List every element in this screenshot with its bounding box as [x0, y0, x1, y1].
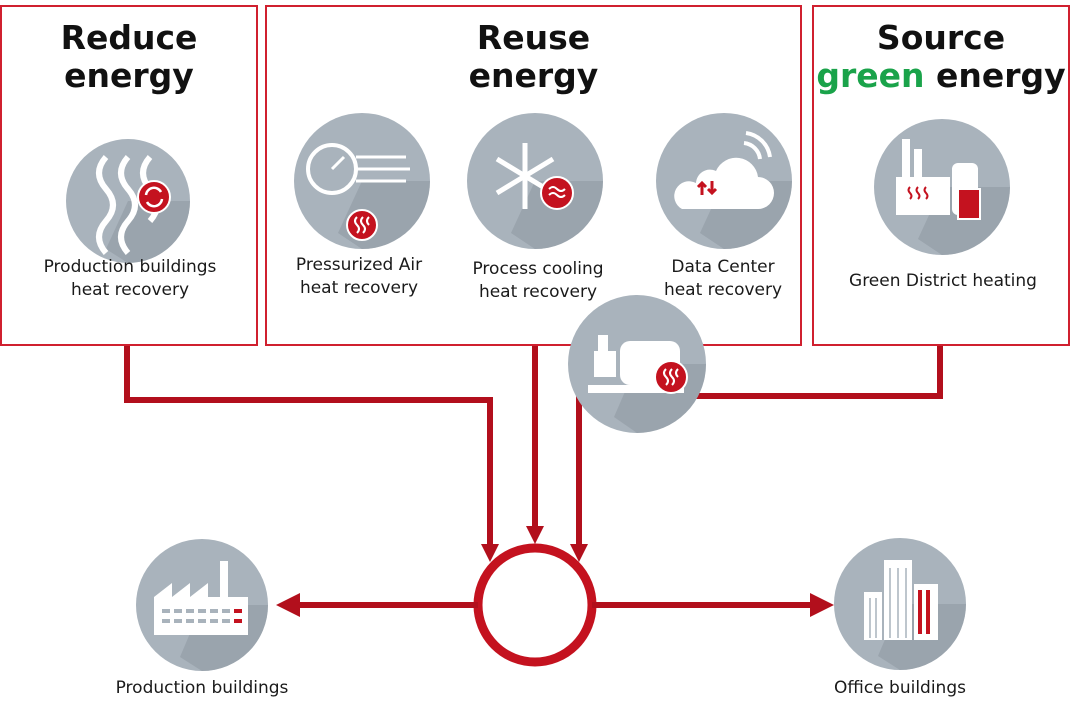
item-label: Process cooling heat recovery: [472, 259, 604, 302]
power-plant-icon: [874, 119, 1010, 255]
panel-title: Source green energy: [816, 18, 1066, 95]
output-label-production: Production buildings: [115, 678, 289, 698]
pump-motor-icon: [568, 295, 706, 433]
factory-icon: [136, 539, 268, 671]
arrow-into-hub-2: [526, 526, 544, 544]
panel-reuse-energy: Reuse energy Pressurized Air heat recove…: [265, 5, 802, 346]
item-label: Pressurized Air heat recovery: [295, 255, 423, 298]
flow-line-reduce: [124, 346, 493, 548]
flow-line-source: [576, 346, 943, 548]
arrow-to-office: [810, 593, 834, 617]
panel-title: Reuse energy: [468, 18, 599, 95]
panel-reduce-energy: Reduce energy Production buildings heat …: [0, 5, 258, 346]
arrow-into-hub-3: [570, 544, 588, 562]
output-label-office: Office buildings: [834, 678, 966, 698]
item-label: Production buildings heat recovery: [43, 257, 217, 300]
green-word: green: [816, 56, 925, 95]
panel-source-green-energy: Source green energy Green District heati…: [812, 5, 1070, 346]
arrow-into-hub-1: [481, 544, 499, 562]
snowflake-icon: [467, 113, 603, 249]
heat-network-ring: [473, 543, 597, 667]
panel-title: Reduce energy: [60, 18, 198, 95]
heat-waves-recycle-icon: [66, 139, 190, 263]
cloud-datacenter-icon: [656, 113, 792, 249]
item-label: Data Center heat recovery: [663, 257, 783, 300]
item-label: Green District heating: [849, 271, 1037, 291]
arrow-to-production: [276, 593, 300, 617]
office-buildings-icon: [834, 538, 966, 670]
pressure-gauge-icon: [294, 113, 430, 249]
